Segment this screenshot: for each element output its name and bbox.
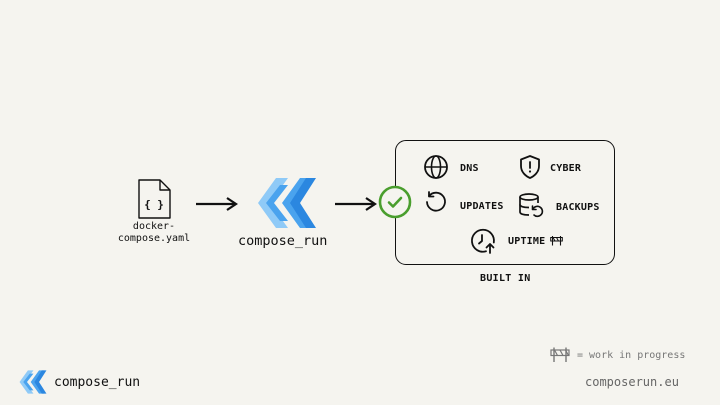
refresh-icon <box>426 191 446 212</box>
globe-icon <box>424 155 448 179</box>
arrow-right-icon <box>335 197 377 211</box>
compose-run-logo <box>19 370 47 394</box>
built-in-label: BUILT IN <box>480 273 531 284</box>
brand-name: compose_run <box>238 233 328 249</box>
code-file-icon: { } <box>138 179 171 219</box>
file-label: docker- compose.yaml <box>117 221 191 244</box>
barrier-icon <box>550 347 570 362</box>
compose-run-logo <box>258 178 316 228</box>
feature-dns-label: DNS <box>460 163 479 174</box>
arrow-right-icon <box>196 197 238 211</box>
database-restore-icon <box>519 193 544 218</box>
feature-updates-label: UPDATES <box>460 201 504 212</box>
legend-text: = work in progress <box>577 350 686 361</box>
barrier-icon <box>550 236 563 246</box>
check-circle-icon <box>378 185 412 219</box>
footer-url[interactable]: composerun.eu <box>585 375 679 389</box>
feature-uptime-label: UPTIME <box>508 236 546 247</box>
feature-backups-label: BACKUPS <box>556 202 600 213</box>
svg-text:{ }: { } <box>144 198 164 211</box>
shield-icon <box>520 155 540 179</box>
clock-arrow-icon <box>471 228 495 254</box>
feature-cyber-label: CYBER <box>550 163 582 174</box>
footer-brand: compose_run <box>54 375 141 390</box>
